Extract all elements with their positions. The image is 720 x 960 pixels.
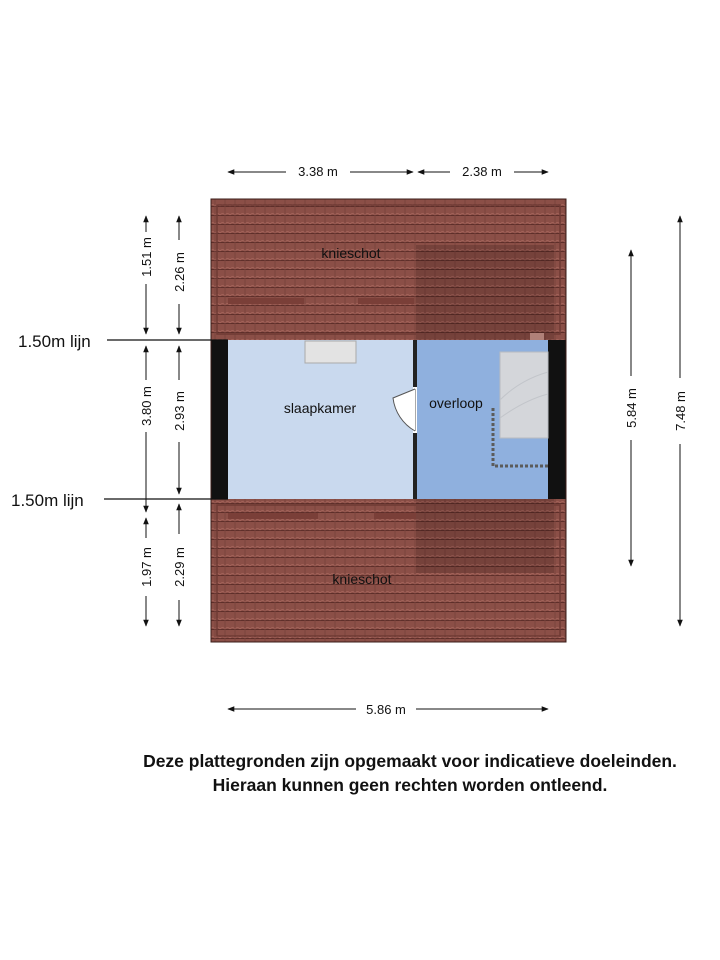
knieschot-bottom-area: knieschot <box>211 499 566 642</box>
room-overloop: overloop <box>417 340 549 499</box>
dim-left-outer-top: 1.51 m <box>139 237 154 277</box>
plan-outline <box>210 198 567 643</box>
line-150-bottom-label: 1.50m lijn <box>11 491 84 510</box>
knieschot-top-label: knieschot <box>321 245 380 261</box>
room-slaapkamer: slaapkamer <box>228 340 413 499</box>
window-slaapkamer <box>304 340 357 364</box>
dim-left-inner-top: 2.26 m <box>172 252 187 292</box>
overloop-label: overloop <box>429 395 483 411</box>
line-150-bottom: 1.50m lijn <box>11 491 228 510</box>
disclaimer-line-1: Deze plattegronden zijn opgemaakt voor i… <box>143 751 677 771</box>
stairs-icon <box>499 351 549 439</box>
dim-right: 5.84 m 7.48 m <box>624 215 688 627</box>
wall-left <box>211 340 228 499</box>
door-icon <box>392 387 417 433</box>
dim-left-outer: 1.51 m 3.80 m 1.97 m <box>139 215 154 627</box>
dim-right-inner: 5.84 m <box>624 388 639 428</box>
dim-right-outer: 7.48 m <box>673 391 688 431</box>
line-150-top-label: 1.50m lijn <box>18 332 91 351</box>
knieschot-top-area: knieschot <box>211 199 566 343</box>
dim-left-inner-mid: 2.93 m <box>172 391 187 431</box>
slaapkamer-label: slaapkamer <box>284 400 357 416</box>
dim-top-right: 2.38 m <box>462 164 502 179</box>
railing <box>491 408 548 468</box>
dim-left-inner: 2.26 m 2.93 m 2.29 m <box>172 215 187 627</box>
knieschot-bottom-label: knieschot <box>332 571 391 587</box>
dim-left-inner-bottom: 2.29 m <box>172 547 187 587</box>
line-150-top: 1.50m lijn <box>18 332 228 351</box>
dim-top-left: 3.38 m <box>298 164 338 179</box>
dim-bottom-total: 5.86 m <box>366 702 406 717</box>
dim-top: 3.38 m 2.38 m <box>227 164 549 179</box>
wall-right <box>548 340 566 499</box>
dim-bottom: 5.86 m <box>227 702 549 717</box>
dim-left-outer-bottom: 1.97 m <box>139 547 154 587</box>
dim-left-outer-mid: 3.80 m <box>139 386 154 426</box>
disclaimer: Deze plattegronden zijn opgemaakt voor i… <box>100 749 720 797</box>
disclaimer-line-2: Hieraan kunnen geen rechten worden ontle… <box>212 775 608 795</box>
